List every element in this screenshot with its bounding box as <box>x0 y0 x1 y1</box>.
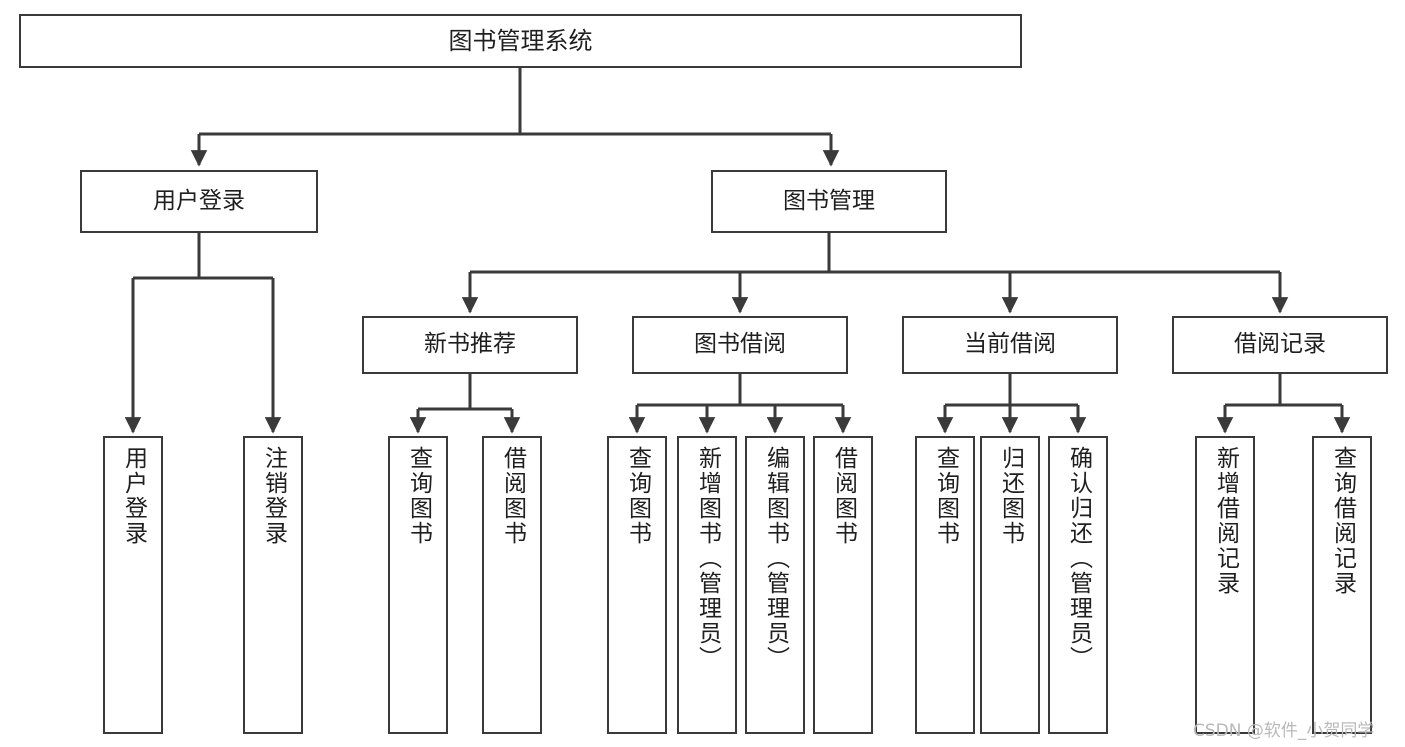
node-user-login[interactable]: 用户登录 <box>80 170 318 233</box>
node-book-borrowing[interactable]: 图书借阅 <box>632 316 848 374</box>
leaf-borrow-books[interactable]: 借阅图书 <box>813 436 873 734</box>
leaf-logout[interactable]: 注销登录 <box>243 436 303 734</box>
leaf-query-books-borrow[interactable]: 查询图书 <box>607 436 667 734</box>
node-label: 图书管理 <box>783 187 875 214</box>
leaf-borrow-books-new[interactable]: 借阅图书 <box>482 436 542 734</box>
node-new-book-recommendation[interactable]: 新书推荐 <box>362 316 578 374</box>
node-label: 查询图书 <box>405 446 432 546</box>
node-label: 新增借阅记录 <box>1212 446 1239 596</box>
node-label: 图书借阅 <box>694 331 786 358</box>
node-label: 图书管理系统 <box>448 26 593 55</box>
node-current-borrowing[interactable]: 当前借阅 <box>902 316 1118 374</box>
node-root-book-management-system[interactable]: 图书管理系统 <box>19 14 1022 68</box>
node-label: 用户登录 <box>153 187 245 214</box>
leaf-confirm-return-admin[interactable]: 确认归还（管理员） <box>1048 436 1108 734</box>
leaf-return-books[interactable]: 归还图书 <box>980 436 1040 734</box>
node-label: 借阅图书 <box>499 446 526 546</box>
node-label: 借阅图书 <box>830 446 857 546</box>
leaf-add-book-admin[interactable]: 新增图书（管理员） <box>677 436 737 734</box>
leaf-add-borrow-record[interactable]: 新增借阅记录 <box>1195 436 1255 734</box>
node-label: 归还图书 <box>997 446 1024 546</box>
node-label: 新书推荐 <box>424 331 516 358</box>
node-book-management[interactable]: 图书管理 <box>711 170 947 233</box>
node-borrowing-records[interactable]: 借阅记录 <box>1172 316 1388 374</box>
leaf-user-login[interactable]: 用户登录 <box>103 436 163 734</box>
node-label: 当前借阅 <box>964 331 1056 358</box>
leaf-query-books-new[interactable]: 查询图书 <box>388 436 448 734</box>
node-label: 查询图书 <box>624 446 651 546</box>
node-label: 编辑图书（管理员） <box>762 446 789 671</box>
node-label: 注销登录 <box>260 446 287 546</box>
leaf-query-borrow-record[interactable]: 查询借阅记录 <box>1312 436 1372 734</box>
node-label: 确认归还（管理员） <box>1065 446 1092 671</box>
node-label: 用户登录 <box>120 446 147 546</box>
node-label: 新增图书（管理员） <box>694 446 721 671</box>
node-label: 借阅记录 <box>1234 331 1326 358</box>
leaf-edit-book-admin[interactable]: 编辑图书（管理员） <box>745 436 805 734</box>
leaf-query-books-current[interactable]: 查询图书 <box>915 436 975 734</box>
node-label: 查询图书 <box>932 446 959 546</box>
node-label: 查询借阅记录 <box>1329 446 1356 596</box>
